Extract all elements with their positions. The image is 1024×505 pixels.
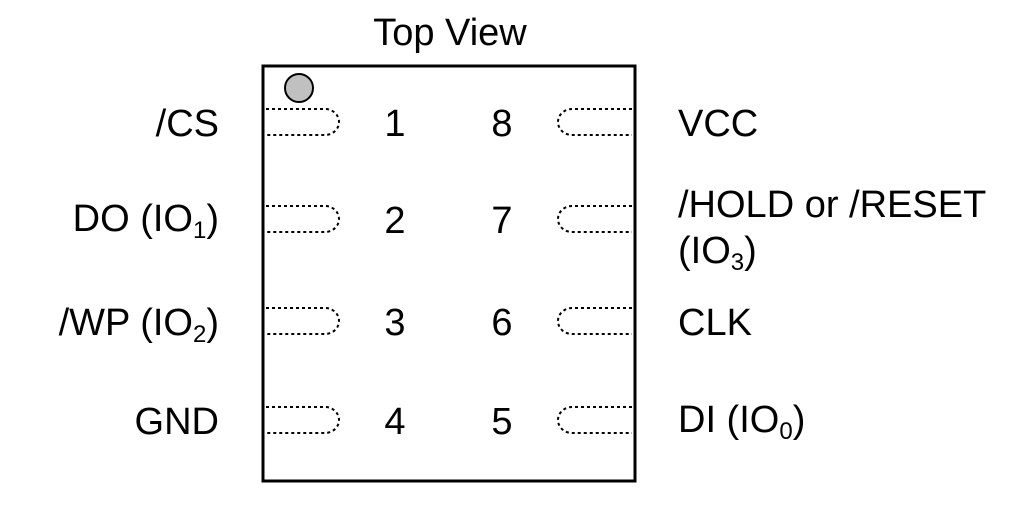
pad-8	[557, 108, 632, 136]
pin-label-3: /WP (IO2)	[58, 302, 219, 349]
pad-5	[557, 406, 632, 434]
pin-number-2: 2	[384, 200, 406, 242]
pin-number-3: 3	[384, 302, 406, 344]
pin-number-1: 1	[384, 103, 406, 145]
pad-6	[557, 307, 632, 335]
pad-2	[266, 205, 340, 233]
view-title: Top View	[373, 12, 527, 54]
package-body	[261, 64, 637, 483]
pin-number-5: 5	[491, 401, 513, 443]
pad-1	[266, 108, 340, 136]
pin-label-5: DI (IO0)	[678, 399, 806, 446]
pin1-marker	[284, 73, 314, 103]
pin-number-4: 4	[384, 401, 406, 443]
pin-label-2: DO (IO1)	[72, 198, 219, 245]
pad-7	[557, 205, 632, 233]
pin-label-1: /CS	[155, 103, 219, 145]
pad-3	[266, 307, 340, 335]
pad-4	[266, 406, 340, 434]
pin-number-8: 8	[491, 103, 513, 145]
pin-number-7: 7	[491, 200, 513, 242]
pin-label-4: GND	[134, 401, 219, 443]
pin-label-8: VCC	[678, 103, 759, 145]
pin-label-6: CLK	[678, 302, 752, 344]
pin-label-7: /HOLD or /RESET (IO3)	[678, 184, 987, 277]
pin-number-6: 6	[491, 302, 513, 344]
